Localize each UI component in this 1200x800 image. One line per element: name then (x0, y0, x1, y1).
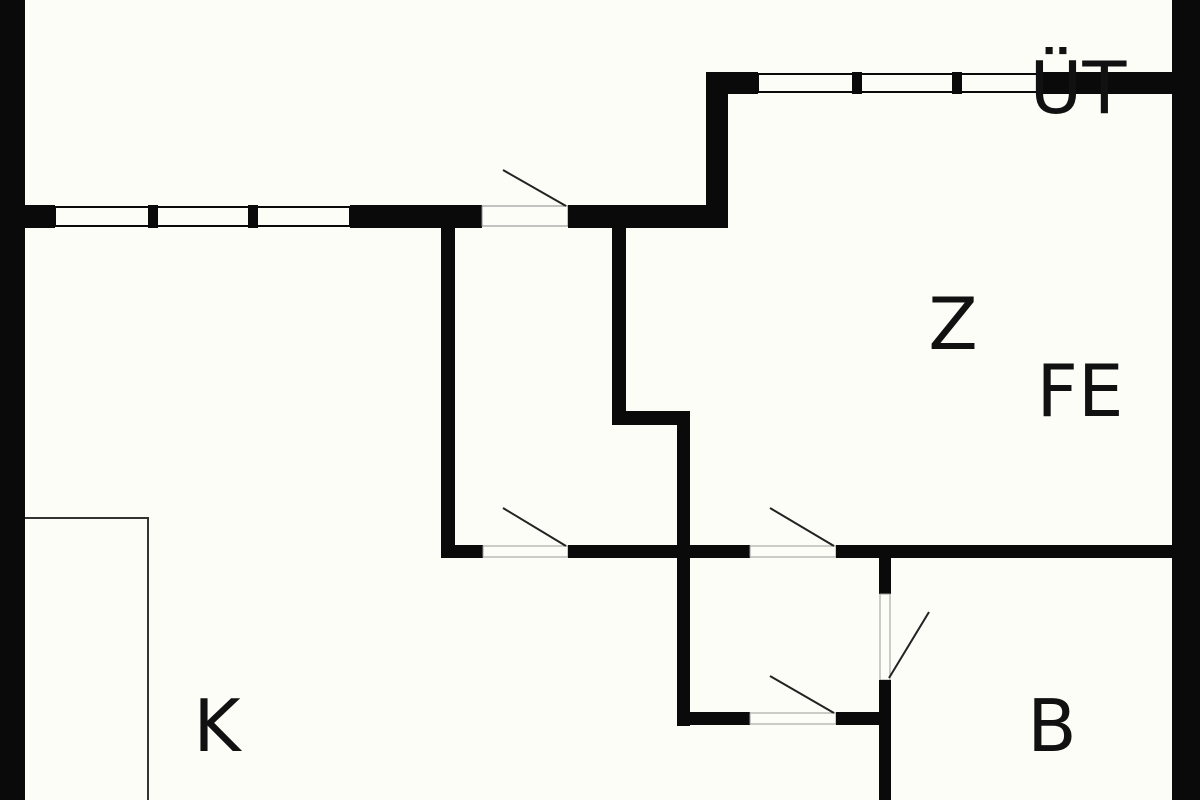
door-swing (888, 611, 930, 679)
room-label-k: K (193, 684, 242, 768)
inner-wall (568, 545, 750, 558)
kitchen-counter (25, 517, 149, 800)
door-swing (769, 507, 835, 547)
door-swing (502, 507, 567, 547)
wall-segment (25, 205, 55, 228)
inner-wall (677, 411, 690, 726)
inner-wall (441, 545, 483, 558)
room-label-fe: FE (1037, 349, 1124, 433)
inner-wall (441, 228, 455, 558)
wall-step (706, 72, 728, 228)
inner-wall (836, 712, 891, 725)
wall-segment (706, 72, 758, 94)
room-label-b: B (1027, 684, 1076, 768)
room-label-ut: ÜT (1030, 46, 1128, 130)
window (54, 206, 351, 227)
inner-wall (879, 680, 891, 800)
wall-segment (568, 205, 728, 228)
inner-wall (612, 411, 690, 425)
inner-wall (836, 545, 1172, 558)
window (757, 73, 1039, 93)
door-swing (769, 675, 835, 714)
outer-wall-right (1172, 0, 1200, 800)
window-mullion (952, 72, 962, 94)
wall-segment (350, 205, 482, 228)
window-mullion (248, 205, 258, 228)
inner-wall (677, 712, 750, 725)
window-mullion (852, 72, 862, 94)
wall-segment (1038, 72, 1172, 94)
door-swing (502, 169, 567, 207)
window-mullion (148, 205, 158, 228)
inner-wall (879, 558, 891, 594)
inner-wall (612, 228, 626, 425)
room-label-z: Z (928, 282, 977, 366)
outer-wall-left (0, 0, 25, 800)
